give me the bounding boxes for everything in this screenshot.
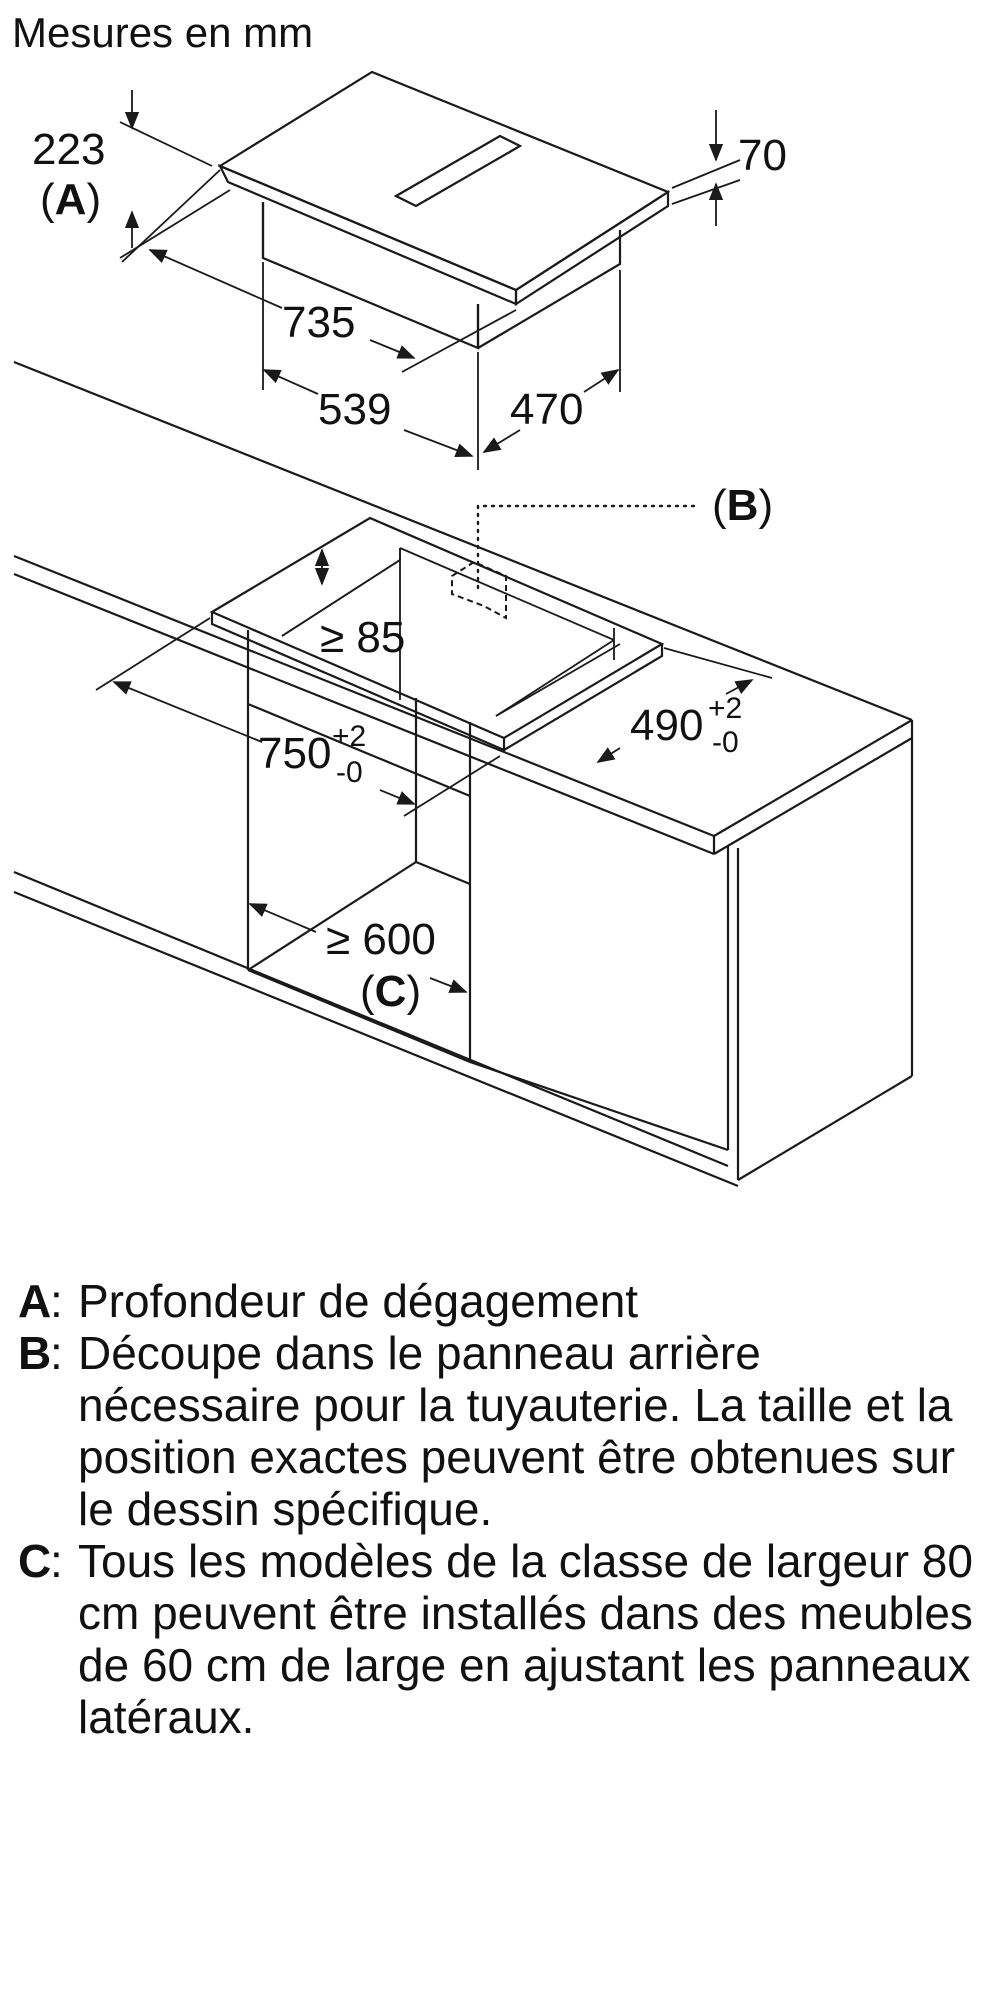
dim-490-label: 490 bbox=[630, 701, 703, 750]
marker-b: (B) bbox=[712, 481, 773, 530]
legend-item-b: B : Découpe dans le panneau arrière néce… bbox=[18, 1327, 978, 1535]
dim-750-tol-plus: +2 bbox=[332, 720, 366, 753]
dimension-85: ≥ 85 bbox=[314, 548, 405, 662]
legend-text: Découpe dans le panneau arrière nécessai… bbox=[78, 1327, 956, 1535]
dim-490-tol-minus: -0 bbox=[712, 726, 739, 759]
marker-a: (A) bbox=[40, 175, 101, 224]
dim-490-tol-plus: +2 bbox=[708, 692, 742, 725]
legend-item-a: A : Profondeur de dégagement bbox=[18, 1275, 978, 1327]
dimension-600: ≥ 600 (C) bbox=[248, 903, 468, 1016]
hob-vent-slot bbox=[393, 134, 523, 208]
dim-539-label: 539 bbox=[318, 385, 391, 434]
diagram-title: Mesures en mm bbox=[12, 9, 313, 56]
dim-600-label: ≥ 600 bbox=[326, 915, 436, 964]
hob-drawing bbox=[217, 70, 671, 350]
dimension-223: 223 (A) bbox=[32, 90, 231, 259]
legend-colon: : bbox=[50, 1327, 63, 1379]
back-panel-cutout bbox=[451, 560, 507, 620]
dimension-735: 735 bbox=[121, 169, 517, 373]
legend-text: Profondeur de dégagement bbox=[78, 1275, 639, 1327]
dim-735-label: 735 bbox=[282, 298, 355, 347]
legend-text: Tous les modèles de la classe de largeur… bbox=[78, 1535, 973, 1743]
dim-750-tol-minus: -0 bbox=[336, 756, 363, 789]
legend: A : Profondeur de dégagement B : Découpe… bbox=[18, 1275, 978, 1743]
legend-key: B bbox=[18, 1327, 52, 1379]
dimension-470: 470 bbox=[482, 270, 621, 453]
installation-diagram: Mesures en mm 223 (A) 70 735 bbox=[12, 9, 914, 1188]
marker-b-group: (B) bbox=[451, 481, 773, 620]
dimension-70: 70 bbox=[671, 110, 787, 226]
legend-colon: : bbox=[50, 1535, 63, 1587]
dim-223-label: 223 bbox=[32, 125, 105, 174]
dim-70-label: 70 bbox=[738, 131, 787, 180]
dimension-539: 539 bbox=[262, 262, 479, 470]
dimension-490: 490 +2 -0 bbox=[596, 647, 773, 763]
dim-470-label: 470 bbox=[510, 385, 583, 434]
legend-item-c: C : Tous les modèles de la classe de lar… bbox=[18, 1535, 978, 1743]
dimension-750: 750 +2 -0 bbox=[95, 617, 501, 817]
countertop-drawing bbox=[13, 360, 914, 1188]
legend-key: A bbox=[18, 1275, 52, 1327]
dim-85-label: ≥ 85 bbox=[320, 613, 405, 662]
marker-c: (C) bbox=[360, 967, 421, 1016]
legend-key: C bbox=[18, 1535, 52, 1587]
legend-colon: : bbox=[50, 1275, 63, 1327]
dim-750-label: 750 bbox=[258, 729, 331, 778]
